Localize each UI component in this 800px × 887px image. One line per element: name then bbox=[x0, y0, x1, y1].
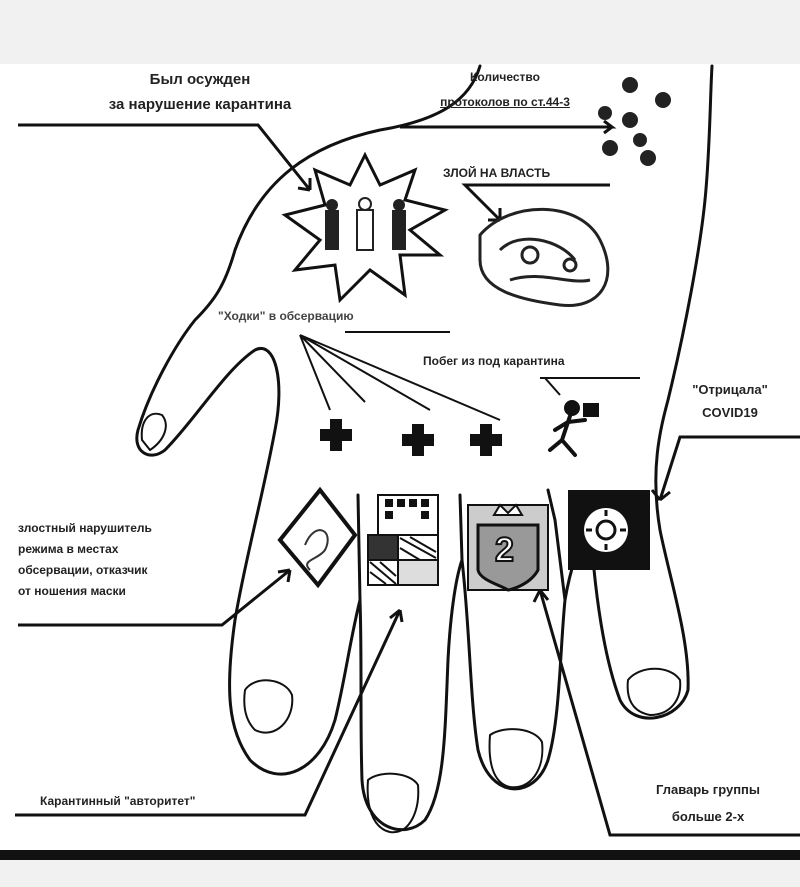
violator-line1: злостный нарушитель bbox=[18, 521, 152, 535]
starburst-guards-icon bbox=[281, 151, 449, 304]
hand-outline bbox=[135, 64, 714, 831]
beast-drawing-icon bbox=[478, 207, 610, 308]
leader-pointer bbox=[538, 589, 800, 837]
diamond-ring-icon bbox=[277, 486, 358, 589]
walks-pointers bbox=[299, 334, 501, 421]
protocols-line1: Количество bbox=[470, 70, 540, 84]
dot bbox=[602, 140, 618, 156]
middle-nail bbox=[366, 772, 420, 834]
violator-line2: режима в местах bbox=[18, 542, 119, 556]
protocols-line2: протоколов по ст.44-3 bbox=[440, 95, 570, 109]
index-nail bbox=[243, 679, 294, 734]
ring-nail bbox=[488, 728, 544, 789]
denier-line1: "Отрицала" bbox=[692, 382, 768, 397]
walks-label: "Ходки" в обсервацию bbox=[218, 309, 354, 323]
convicted-line1: Был осужден bbox=[149, 71, 251, 88]
ring-number: 2 bbox=[494, 530, 515, 570]
escape-pointer bbox=[540, 377, 640, 396]
cross-icon bbox=[320, 419, 352, 451]
convicted-line2: за нарушение карантина bbox=[108, 96, 292, 113]
evil-pointer bbox=[461, 183, 610, 222]
protocol-dots bbox=[598, 77, 671, 166]
dot bbox=[640, 150, 656, 166]
dot bbox=[655, 92, 671, 108]
shield-ring-icon bbox=[467, 503, 549, 592]
protocols-pointer bbox=[400, 119, 617, 135]
observation-crosses bbox=[320, 419, 502, 456]
dot bbox=[622, 77, 638, 93]
leader-label: Главарь группы больше 2-х bbox=[618, 780, 798, 826]
protocols-label: Количество протоколов по ст.44-3 bbox=[400, 68, 610, 112]
dot bbox=[622, 112, 638, 128]
pinky-nail bbox=[626, 667, 682, 716]
top-band bbox=[0, 0, 800, 64]
finger-gap-2 bbox=[458, 493, 464, 562]
dot bbox=[633, 133, 647, 147]
convicted-label: Был осужден за нарушение карантина bbox=[40, 70, 360, 114]
violator-label: злостный нарушитель режима в местах обсе… bbox=[18, 518, 152, 602]
authority-label: Карантинный "авторитет" bbox=[40, 794, 196, 808]
violator-line3: обсервации, отказчик bbox=[18, 563, 148, 577]
cross-icon bbox=[470, 424, 502, 456]
evil-label: ЗЛОЙ НА ВЛАСТЬ bbox=[443, 166, 551, 180]
leader-line2: больше 2-х bbox=[671, 809, 745, 824]
hospital-ring-icon bbox=[367, 494, 439, 586]
denier-line2: COVID19 bbox=[702, 405, 758, 420]
thumb-nail bbox=[140, 412, 167, 451]
convicted-pointer bbox=[18, 123, 312, 191]
denier-label: "Отрицала" COVID19 bbox=[670, 380, 790, 422]
cross-icon bbox=[402, 424, 434, 456]
denier-pointer bbox=[658, 435, 800, 501]
violator-line4: от ношения маски bbox=[18, 584, 126, 598]
covid-ring-icon bbox=[568, 490, 650, 570]
crown-icon bbox=[492, 503, 524, 516]
running-man-icon bbox=[548, 400, 599, 457]
bottom-band bbox=[0, 860, 800, 887]
escape-label: Побег из под карантина bbox=[423, 354, 565, 368]
authority-pointer bbox=[15, 609, 402, 817]
violator-pointer bbox=[18, 568, 291, 627]
finger-gap-1 bbox=[356, 493, 362, 602]
dot bbox=[598, 106, 612, 120]
bottom-bar bbox=[0, 850, 800, 860]
finger-gap-3 bbox=[546, 488, 567, 602]
leader-line1: Главарь группы bbox=[655, 782, 761, 797]
